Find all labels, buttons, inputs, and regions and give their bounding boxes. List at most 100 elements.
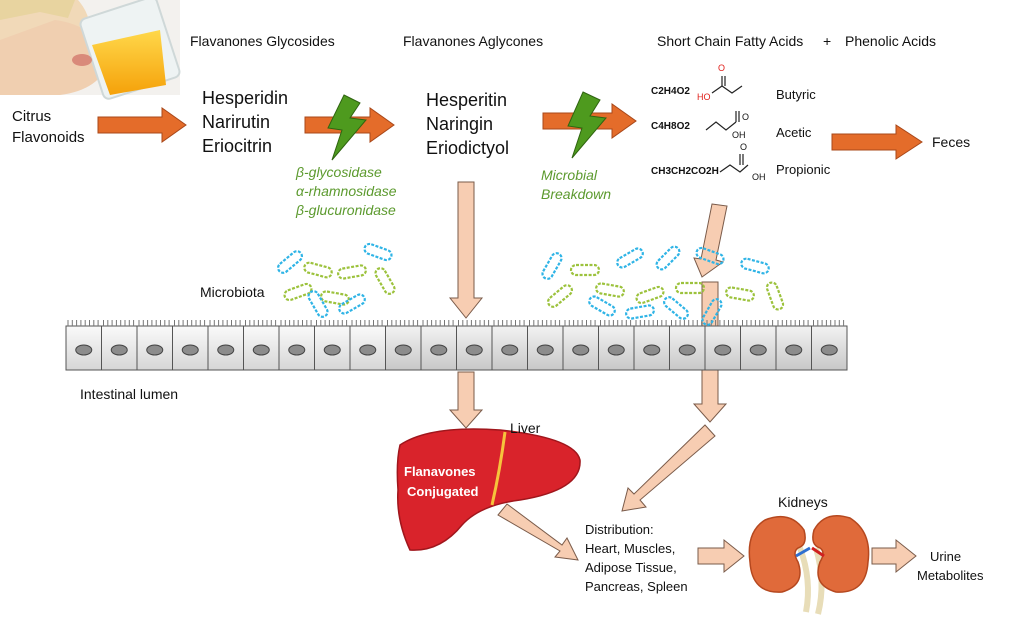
epithelial-cell	[101, 320, 138, 371]
orange-arrow-feces	[831, 124, 923, 160]
oxygen-atom: O	[742, 112, 750, 122]
enzyme-label: α-rhamnosidase	[296, 183, 397, 199]
intestinal-epithelium	[65, 320, 848, 371]
bacterium	[283, 282, 313, 302]
bacterium	[303, 261, 333, 279]
bacterium	[616, 247, 644, 269]
bacterium	[740, 257, 770, 275]
acid-name: Acetic	[776, 125, 812, 140]
liver-icon	[396, 428, 581, 551]
bacterium	[625, 304, 655, 320]
salmon-arrow-to-distribution	[621, 424, 716, 512]
header-glycosides: Flavanones Glycosides	[190, 33, 335, 49]
liver-text: Flanavones	[404, 464, 476, 479]
bacterium	[541, 252, 563, 280]
epithelial-cell	[314, 320, 351, 371]
propionic-structure	[719, 154, 749, 173]
bacterium	[277, 250, 303, 274]
header-aglycones: Flavanones Aglycones	[403, 33, 544, 49]
acid-formula: C2H4O2	[651, 86, 690, 97]
salmon-arrow-to-liver	[448, 371, 484, 429]
aglycone-item: Eriodictyol	[426, 138, 510, 158]
bacterium	[337, 264, 367, 280]
bacterium	[569, 263, 601, 277]
bacterium	[363, 242, 393, 262]
enzyme-label: β-glucuronidase	[296, 202, 396, 218]
epithelial-cell	[243, 320, 280, 371]
salmon-arrow-to-kidneys	[697, 538, 745, 574]
acid-formula: C4H8O2	[651, 121, 690, 132]
acetic-structure	[705, 111, 740, 131]
bacterium	[674, 281, 706, 295]
epithelial-cell	[136, 320, 173, 371]
bacterium	[374, 267, 396, 295]
bacterium	[320, 290, 350, 306]
enzyme-label: β-glycosidase	[296, 164, 382, 180]
aglycone-item: Naringin	[426, 114, 494, 134]
epithelial-cell	[491, 320, 528, 371]
bacterium	[307, 290, 329, 318]
salmon-arrow-liver-to-distribution	[497, 503, 579, 561]
epithelial-cell	[704, 320, 741, 371]
glycoside-item: Narirutin	[202, 112, 271, 132]
hydroxyl-label: OH	[752, 172, 766, 182]
epithelial-cell	[740, 320, 777, 371]
bacterium	[595, 282, 625, 298]
salmon-arrow-acids-down	[693, 203, 728, 278]
aglycone-item: Hesperitin	[426, 90, 508, 110]
epithelial-cell	[633, 320, 670, 371]
header-scfa: Short Chain Fatty Acids	[657, 33, 804, 49]
bacterium	[655, 245, 681, 271]
bacterium	[338, 293, 366, 315]
epithelial-cell	[669, 320, 706, 371]
distribution-line: Adipose Tissue,	[585, 560, 677, 575]
microbiota-label: Microbiota	[200, 284, 265, 300]
hydroxyl-label: HO	[697, 92, 711, 102]
bacterium	[547, 284, 573, 308]
acid-name: Butyric	[776, 87, 816, 102]
distribution-line: Heart, Muscles,	[585, 541, 676, 556]
epithelial-cell	[349, 320, 386, 371]
epithelial-cell	[456, 320, 493, 371]
orange-arrow-citrus	[97, 107, 187, 143]
epithelial-cell	[65, 320, 102, 371]
intestinal-lumen-label: Intestinal lumen	[80, 386, 179, 402]
flavonoids-label: Flavonoids	[12, 129, 85, 146]
bacterium	[635, 285, 665, 305]
epithelial-cell	[598, 320, 635, 371]
header-phenolic: Phenolic Acids	[845, 33, 937, 49]
epithelial-cell	[775, 320, 812, 371]
oxygen-atom: O	[740, 142, 748, 152]
breakdown-label: Breakdown	[541, 186, 612, 202]
salmon-arrow-aglycones-down	[448, 181, 484, 319]
oxygen-atom: O	[718, 63, 726, 73]
bacterium	[663, 296, 689, 320]
liver-label: Liver	[510, 420, 541, 436]
bacterium	[701, 298, 723, 326]
epithelial-cell	[207, 320, 244, 371]
lightning-bolt-icon	[327, 94, 367, 161]
kidneys-icon	[748, 515, 870, 615]
microbiota-bacteria	[277, 242, 785, 326]
acid-name: Propionic	[776, 162, 831, 177]
epithelial-cell	[562, 320, 599, 371]
epithelial-cell	[811, 320, 848, 371]
bacterium	[725, 286, 755, 302]
salmon-arrow-to-urine	[871, 538, 917, 574]
bacterium	[695, 246, 725, 266]
distribution-line: Distribution:	[585, 522, 654, 537]
hydroxyl-label: OH	[732, 130, 746, 140]
butyric-structure	[711, 76, 743, 94]
epithelial-cell	[527, 320, 564, 371]
lightning-bolt-icon	[567, 91, 607, 159]
bacterium	[588, 295, 616, 317]
header-plus: +	[823, 33, 832, 49]
juice-photo	[0, 0, 181, 100]
epithelial-cell	[172, 320, 209, 371]
kidneys-label: Kidneys	[778, 494, 828, 510]
microbial-label: Microbial	[541, 167, 598, 183]
glycoside-item: Eriocitrin	[202, 136, 273, 156]
distribution-line: Pancreas, Spleen	[585, 579, 688, 594]
